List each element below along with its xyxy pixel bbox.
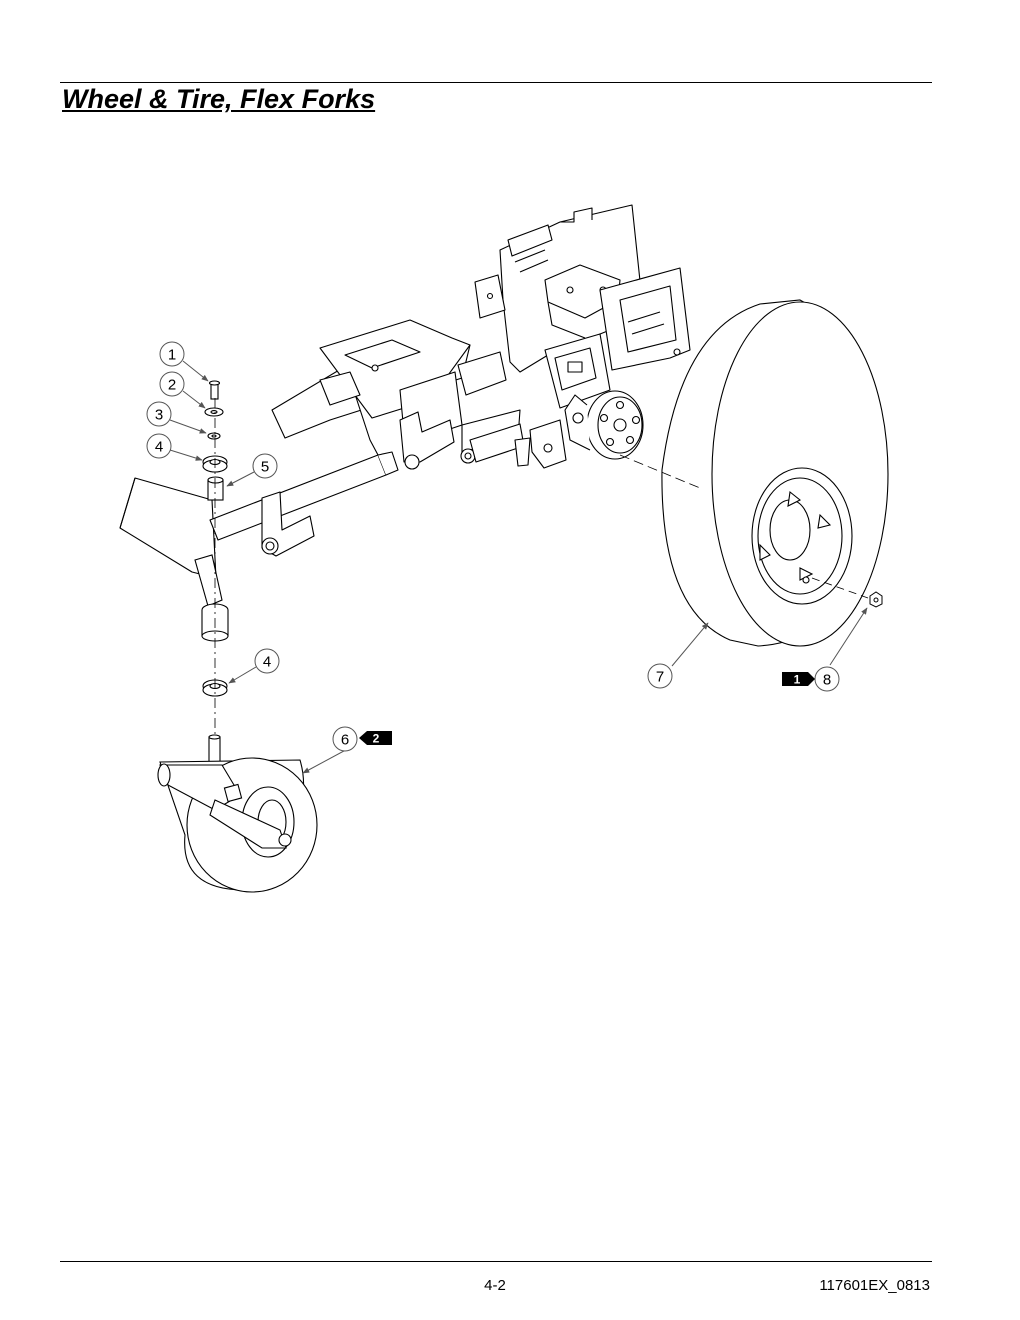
page-title: Wheel & Tire, Flex Forks xyxy=(62,84,376,114)
callout-5: 5 xyxy=(252,453,278,479)
callout-3: 3 xyxy=(146,401,172,427)
lug-nut xyxy=(869,591,883,608)
callout-4-upper: 4 xyxy=(146,433,172,459)
top-rule xyxy=(60,82,932,83)
svg-text:4: 4 xyxy=(263,654,271,671)
svg-text:5: 5 xyxy=(261,459,269,476)
caster-wheel xyxy=(157,734,318,893)
svg-text:7: 7 xyxy=(656,669,664,686)
callout-2: 2 xyxy=(159,371,185,397)
svg-text:8: 8 xyxy=(823,672,831,689)
svg-text:4: 4 xyxy=(155,439,163,456)
reference-tag-2: 2 xyxy=(359,731,392,746)
page-number: 4-2 xyxy=(484,1277,506,1294)
callout-6: 6 xyxy=(332,726,358,752)
document-code: 117601EX_0813 xyxy=(819,1277,930,1294)
svg-text:6: 6 xyxy=(341,732,349,749)
callout-1: 1 xyxy=(159,341,185,367)
bottom-rule xyxy=(60,1261,932,1262)
svg-text:1: 1 xyxy=(794,673,801,687)
mower-frame xyxy=(119,204,691,579)
svg-text:1: 1 xyxy=(168,347,176,364)
callout-4-lower: 4 xyxy=(254,648,280,674)
svg-text:3: 3 xyxy=(155,407,163,424)
drive-wheel xyxy=(661,299,889,647)
svg-text:2: 2 xyxy=(373,732,380,746)
callout-7: 7 xyxy=(647,663,673,689)
nut-centerline xyxy=(811,577,869,599)
callout-8: 8 xyxy=(814,666,840,692)
svg-text:2: 2 xyxy=(168,377,176,394)
reference-tag-1: 1 xyxy=(782,672,815,687)
